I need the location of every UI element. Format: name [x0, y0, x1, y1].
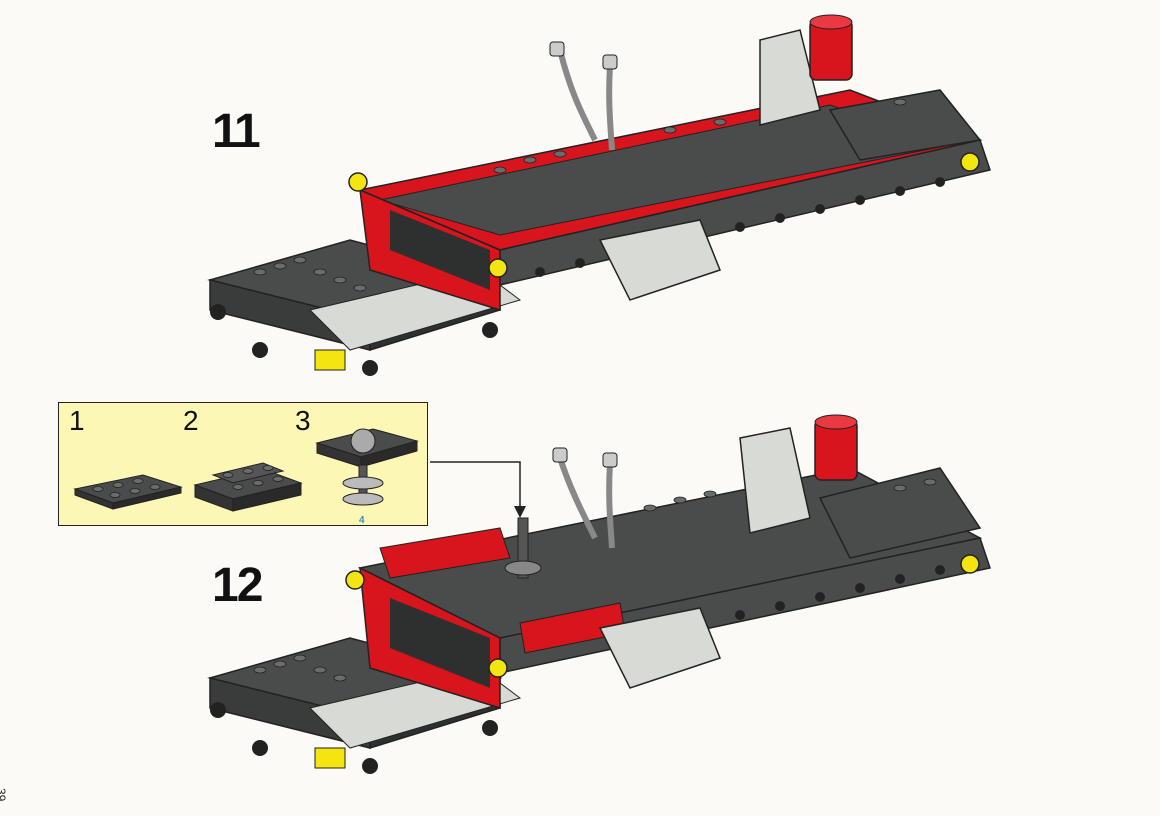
sub-assembly-callout: 1 2 3 4: [58, 402, 428, 526]
substep-3-gear-assembly-illustration: [315, 428, 419, 506]
step-number-12: 12: [212, 559, 263, 612]
substep-number-3: 3: [295, 405, 311, 436]
step-12-model-illustration: [207, 414, 991, 774]
substep-number-2: 2: [183, 405, 199, 436]
part-count-label: 4: [359, 515, 365, 526]
substep-number-1: 1: [69, 405, 85, 436]
substep-2-plate-illustration: [193, 462, 303, 512]
step-number-11: 11: [212, 105, 261, 158]
page-number: 39: [0, 788, 8, 802]
step-11-model-illustration: [207, 14, 991, 376]
substep-1-plate-illustration: [73, 474, 183, 510]
